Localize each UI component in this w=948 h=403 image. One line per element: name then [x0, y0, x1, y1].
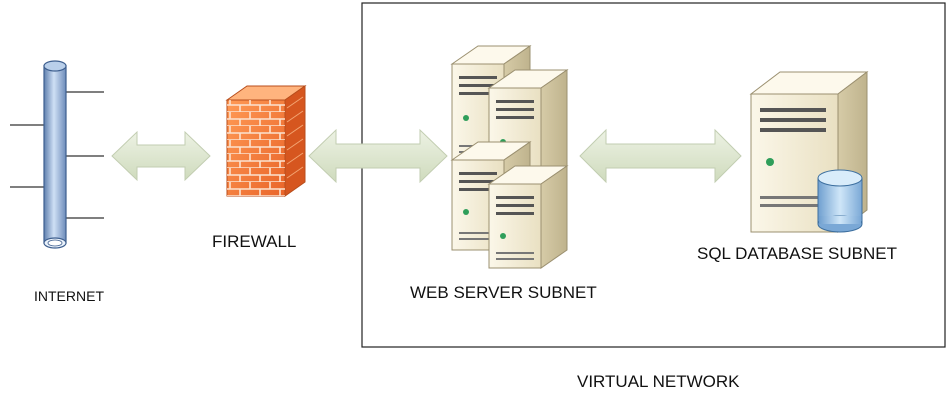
brick-firewall-icon [225, 85, 307, 197]
sql-database-subnet-label: SQL DATABASE SUBNET [697, 244, 897, 263]
database-server-icon [749, 70, 869, 234]
server-cluster-icon [450, 45, 569, 269]
virtual-network-boundary [361, 2, 946, 348]
web-server-subnet-label: WEB SERVER SUBNET [410, 283, 597, 302]
internet-label: INTERNET [34, 288, 104, 304]
internet-backbone-icon [10, 60, 104, 249]
arrow-internet-firewall [111, 130, 211, 182]
arrow-firewall-webservers [308, 128, 448, 184]
arrow-webservers-sql [579, 128, 742, 184]
firewall-label: FIREWALL [212, 232, 297, 251]
database-cylinder-icon [817, 169, 863, 233]
server-tower-icon [487, 165, 569, 269]
virtual-network-label: VIRTUAL NETWORK [577, 372, 740, 391]
